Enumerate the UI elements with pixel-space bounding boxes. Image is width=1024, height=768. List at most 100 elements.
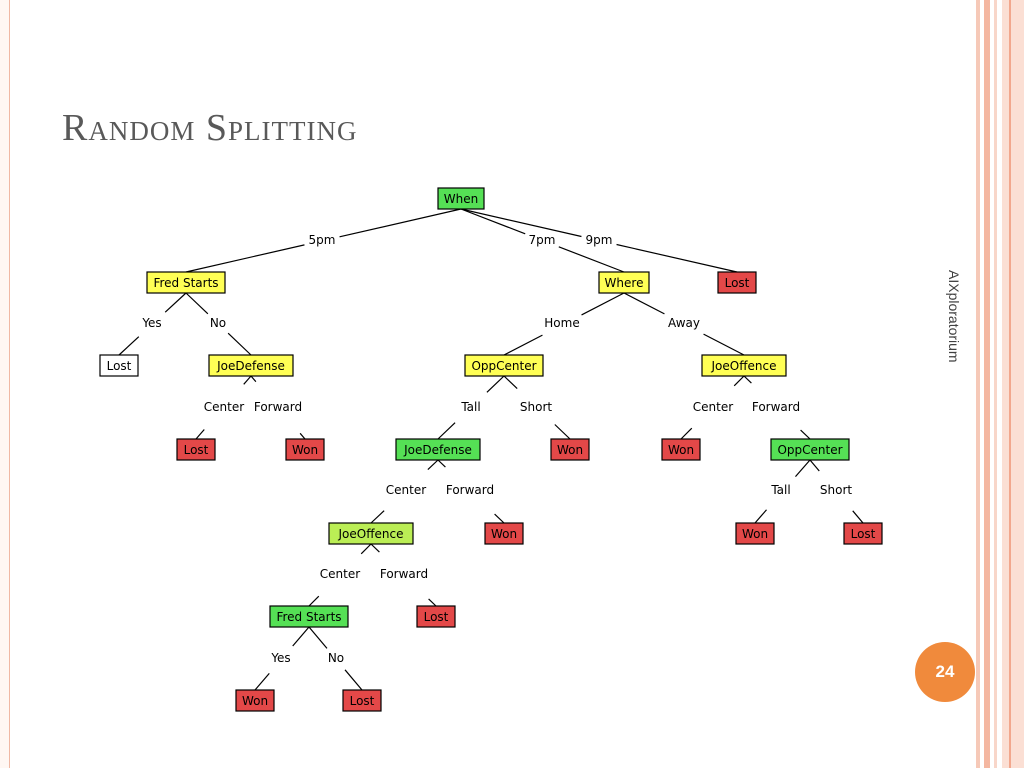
node-label: Won (491, 527, 517, 541)
node-label: JoeOffence (711, 359, 777, 373)
tree-node: Where (598, 271, 650, 294)
tree-node: Won (661, 438, 701, 461)
node-box (235, 689, 275, 712)
node-label: Won (557, 443, 583, 457)
edge-label: Center (204, 400, 244, 414)
node-label: Fred Starts (153, 276, 218, 290)
node-box (285, 438, 325, 461)
node-box (717, 271, 757, 294)
tree-edge (185, 292, 252, 356)
node-label: Won (742, 527, 768, 541)
node-label: Lost (350, 694, 375, 708)
tree-edge (503, 292, 625, 356)
node-label: JoeOffence (338, 527, 404, 541)
node-box (598, 271, 650, 294)
node-box (437, 187, 485, 210)
tree-node: Lost (843, 522, 883, 545)
tree-node: OppCenter (464, 354, 544, 377)
edge-label: 5pm (309, 233, 336, 247)
tree-edge (437, 459, 505, 524)
node-box (550, 438, 590, 461)
node-box (484, 522, 524, 545)
tree-edge (460, 208, 625, 273)
node-box (395, 438, 481, 461)
node-label: Fred Starts (276, 610, 341, 624)
edge-label: 7pm (529, 233, 556, 247)
node-box (464, 354, 544, 377)
tree-edge (743, 375, 811, 440)
tree-edge (623, 292, 745, 356)
node-label: Won (668, 443, 694, 457)
tree-node: Lost (176, 438, 216, 461)
tree-node: Lost (717, 271, 757, 294)
node-label: Lost (107, 359, 132, 373)
node-box (735, 522, 775, 545)
slide-left-border (0, 0, 10, 768)
edge-label: Yes (141, 316, 161, 330)
tree-node: Won (285, 438, 325, 461)
edge-label: Short (520, 400, 552, 414)
tree-edge (254, 626, 310, 691)
tree-node: Won (484, 522, 524, 545)
edge-label: Forward (380, 567, 428, 581)
edge-label: Tall (460, 400, 480, 414)
edge-label: Tall (770, 483, 790, 497)
node-box (269, 605, 349, 628)
node-label: Where (605, 276, 644, 290)
edge-label: Yes (270, 651, 290, 665)
node-box (176, 438, 216, 461)
node-label: Lost (184, 443, 209, 457)
tree-node: Lost (416, 605, 456, 628)
tree-node: Fred Starts (269, 605, 349, 628)
edge-label: Center (693, 400, 733, 414)
slide-title: Random Splitting (62, 107, 358, 149)
node-box (770, 438, 850, 461)
edge-label: No (328, 651, 344, 665)
node-label: Won (242, 694, 268, 708)
tree-edge (503, 375, 571, 440)
node-label: JoeDefense (403, 443, 472, 457)
edge-label: Center (386, 483, 426, 497)
node-label: JoeDefense (216, 359, 285, 373)
tree-edge (680, 375, 745, 440)
tree-node: Lost (99, 354, 139, 377)
tree-edge (308, 543, 372, 607)
tree-node: JoeOffence (701, 354, 787, 377)
node-label: OppCenter (777, 443, 842, 457)
edge-label: Short (820, 483, 852, 497)
node-label: OppCenter (471, 359, 536, 373)
node-label: When (444, 192, 478, 206)
edge-label: Away (668, 316, 700, 330)
edge-label: No (210, 316, 226, 330)
edge-label: Center (320, 567, 360, 581)
tree-node: Fred Starts (146, 271, 226, 294)
edge-label: Forward (446, 483, 494, 497)
tree-edge (754, 459, 811, 524)
tree-node: JoeOffence (328, 522, 414, 545)
tree-node: Won (735, 522, 775, 545)
tree-edge (308, 626, 363, 691)
tree-node: Lost (342, 689, 382, 712)
node-box (701, 354, 787, 377)
node-box (416, 605, 456, 628)
tree-node: Won (235, 689, 275, 712)
tree-node: Won (550, 438, 590, 461)
page-number-badge: 24 (915, 642, 975, 702)
edge-label: Forward (254, 400, 302, 414)
tree-node: OppCenter (770, 438, 850, 461)
node-box (328, 522, 414, 545)
side-label: AIXploratorium (946, 270, 962, 363)
node-label: Lost (851, 527, 876, 541)
tree-node: When (437, 187, 485, 210)
tree-edge (195, 375, 252, 440)
tree-node: JoeDefense (395, 438, 481, 461)
node-box (843, 522, 883, 545)
tree-edge (118, 292, 187, 356)
node-label: Lost (424, 610, 449, 624)
node-label: Won (292, 443, 318, 457)
slide-right-border (976, 0, 1024, 768)
tree-edge (370, 459, 439, 524)
edge-label: 9pm (586, 233, 613, 247)
edge-label: Home (544, 316, 579, 330)
